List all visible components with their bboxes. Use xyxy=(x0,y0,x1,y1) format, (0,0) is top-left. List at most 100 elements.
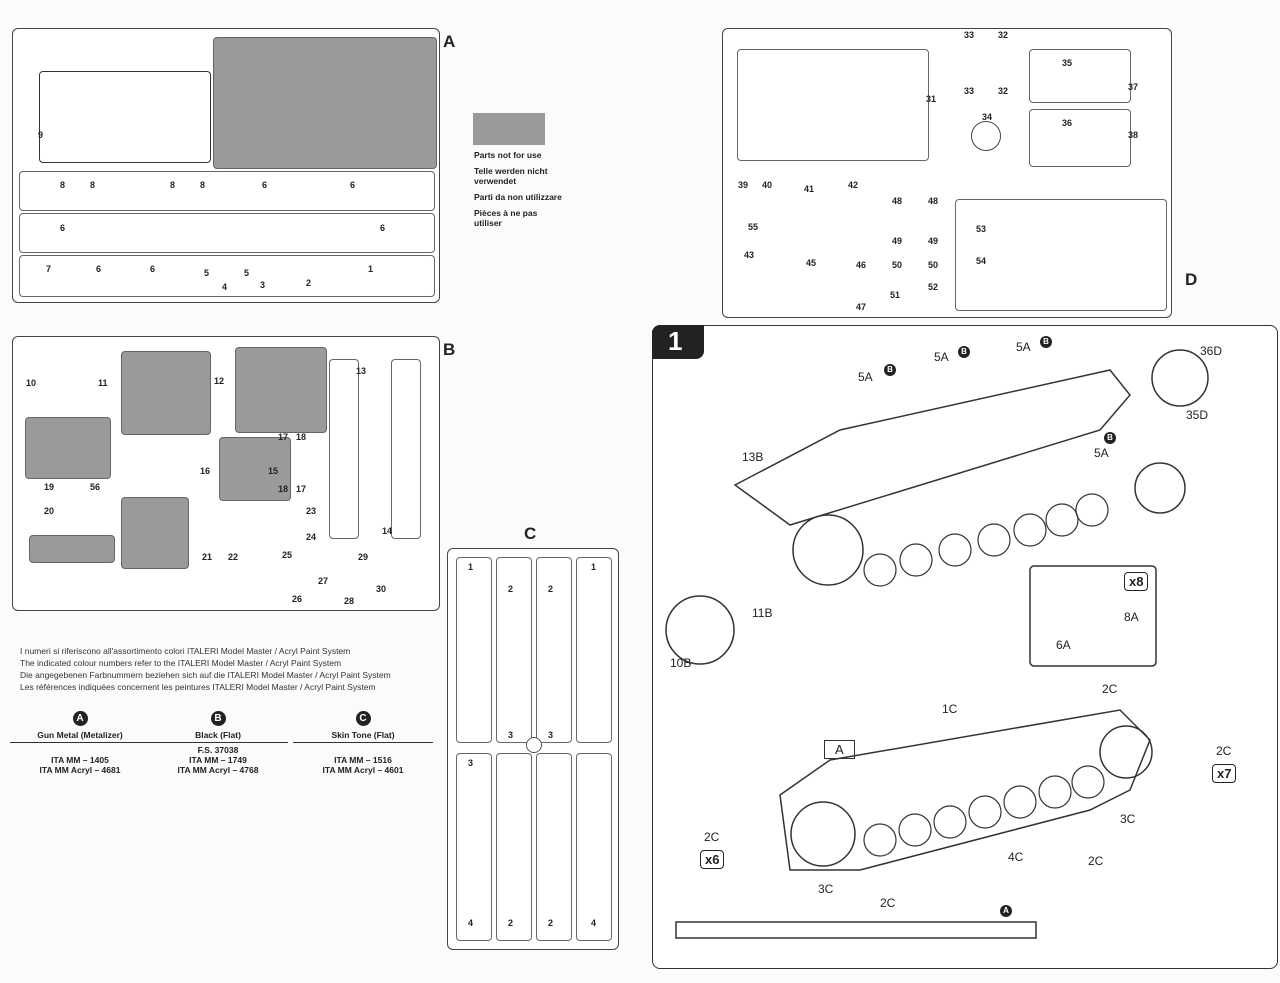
callout-3c: 3C xyxy=(818,882,834,896)
paint-b-marker: B xyxy=(1040,336,1052,348)
unused-parts-swatch xyxy=(473,113,545,145)
wheel-frame-35 xyxy=(1029,49,1131,103)
callout-10b: 10B xyxy=(670,656,692,670)
part-26: 26 xyxy=(292,594,303,604)
wheel-frame-36 xyxy=(1029,109,1131,167)
callout-6a: 6A xyxy=(1056,638,1071,652)
part-3: 3 xyxy=(468,758,474,768)
part-38: 38 xyxy=(1128,130,1139,140)
quantity-x6: x6 xyxy=(700,850,725,869)
part-43: 43 xyxy=(744,250,755,260)
part-32: 32 xyxy=(998,30,1009,40)
callout-1c: 1C xyxy=(942,702,958,716)
unused-turret-2 xyxy=(235,347,327,433)
sprue-c xyxy=(447,548,619,950)
callout-2c: 2C xyxy=(1088,854,1104,868)
unused-hull-part xyxy=(213,37,437,169)
part-6: 6 xyxy=(350,180,356,190)
detail-circle xyxy=(1151,349,1209,407)
side-plates xyxy=(955,199,1167,311)
paint-c: C Skin Tone (Flat) ITA MM – 1516 ITA MM … xyxy=(293,711,433,775)
sprue-b-label: B xyxy=(443,340,456,359)
track-section xyxy=(576,557,612,743)
part-8: 8 xyxy=(60,180,66,190)
legend-en: Parts not for use xyxy=(474,150,542,160)
part-55: 55 xyxy=(748,222,759,232)
part-25: 25 xyxy=(282,550,293,560)
part-1: 1 xyxy=(368,264,374,274)
track-section xyxy=(496,753,532,941)
callout-5a: 5A xyxy=(1016,340,1031,354)
part-2: 2 xyxy=(548,584,554,594)
paint-acryl: ITA MM Acryl – 4681 xyxy=(39,765,121,775)
part-31: 31 xyxy=(926,94,937,104)
part-23: 23 xyxy=(306,506,317,516)
wheel-row-2 xyxy=(19,213,435,253)
part-51: 51 xyxy=(890,290,901,300)
part-34: 34 xyxy=(982,112,993,122)
track-14 xyxy=(391,359,421,539)
part-17: 17 xyxy=(296,484,307,494)
part-3: 3 xyxy=(508,730,514,740)
quantity-x7: x7 xyxy=(1212,764,1237,783)
callout-35d: 35D xyxy=(1186,408,1209,422)
part-33: 33 xyxy=(964,30,975,40)
callout-2c: 2C xyxy=(1102,682,1118,696)
sprue-a-label: A xyxy=(443,32,456,51)
hull-side xyxy=(733,369,1131,526)
sprue-d-label: D xyxy=(1185,270,1198,289)
track-section xyxy=(496,557,532,743)
callout-5a: 5A xyxy=(1094,446,1109,460)
track-assembly xyxy=(779,709,1151,871)
part-2: 2 xyxy=(306,278,312,288)
part-18: 18 xyxy=(278,484,289,494)
callout-3c: 3C xyxy=(1120,812,1136,826)
paint-b-marker: B xyxy=(1104,432,1116,444)
paint-b: B Black (Flat) F.S. 37038 ITA MM – 1749 … xyxy=(148,711,288,775)
callout-11b: 11B xyxy=(752,606,773,620)
callout-8a: 8A xyxy=(1124,610,1139,624)
part-36: 36 xyxy=(1062,118,1073,128)
part-17: 17 xyxy=(278,432,289,442)
part-20: 20 xyxy=(44,506,55,516)
paint-a-marker: A xyxy=(1000,905,1012,917)
part-21: 21 xyxy=(202,552,213,562)
part-6: 6 xyxy=(96,264,102,274)
part-46: 46 xyxy=(856,260,867,270)
paint-a-marker: A xyxy=(72,711,88,726)
callout-5a: 5A xyxy=(934,350,949,364)
paint-fs: F.S. 37038 xyxy=(197,745,239,755)
part-3: 3 xyxy=(548,730,554,740)
paint-mm: ITA MM – 1516 xyxy=(334,755,392,765)
callout-4c: 4C xyxy=(1008,850,1024,864)
part-4: 4 xyxy=(591,918,597,928)
paint-a: A Gun Metal (Metalizer) ITA MM – 1405 IT… xyxy=(10,711,150,775)
track-13 xyxy=(329,359,359,539)
rear-idler xyxy=(1099,725,1153,779)
part-9: 9 xyxy=(38,130,44,140)
paint-mm: ITA MM – 1749 xyxy=(189,755,247,765)
paint-note-en: The indicated colour numbers refer to th… xyxy=(20,658,342,668)
part-5: 5 xyxy=(244,268,250,278)
part-30: 30 xyxy=(376,584,387,594)
callout-2c: 2C xyxy=(1216,744,1232,758)
part-27: 27 xyxy=(318,576,329,586)
sprue-b xyxy=(12,336,440,611)
part-34-disc xyxy=(971,121,1001,151)
part-28: 28 xyxy=(344,596,355,606)
paint-note-it: I numeri si riferiscono all'assortimento… xyxy=(20,646,351,656)
part-4: 4 xyxy=(468,918,474,928)
track-strip xyxy=(675,921,1037,939)
front-sprocket xyxy=(790,801,856,867)
callout-5a: 5A xyxy=(858,370,873,384)
callout-36d: 36D xyxy=(1200,344,1223,358)
part-45: 45 xyxy=(806,258,817,268)
part-47: 47 xyxy=(856,302,867,312)
track-section xyxy=(456,557,492,743)
sprue-d xyxy=(722,28,1172,318)
part-7: 7 xyxy=(46,264,52,274)
callout-2c: 2C xyxy=(704,830,720,844)
track-section xyxy=(536,557,572,743)
legend-de: Telle werden nicht verwendet xyxy=(474,166,548,186)
part-37: 37 xyxy=(1128,82,1139,92)
